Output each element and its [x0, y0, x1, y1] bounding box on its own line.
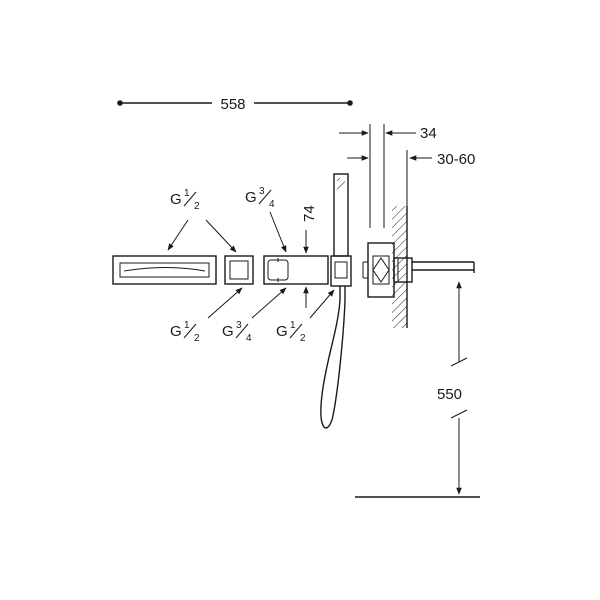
thread-numerator: 3 [236, 320, 242, 331]
thread-denominator: 2 [194, 201, 200, 212]
thread-numerator: 1 [184, 188, 190, 199]
dimension-34: 34 [339, 124, 437, 228]
concealed-valve-body [362, 242, 413, 298]
thread-numerator: 1 [290, 320, 296, 331]
thread-label-bottom-3: G 1 2 [276, 320, 306, 344]
thread-label-bottom-1: G 1 2 [170, 320, 200, 344]
dimension-558: 558 [117, 96, 353, 113]
dimension-74: 74 [301, 205, 318, 308]
thread-g: G [170, 323, 182, 340]
thread-numerator: 1 [184, 320, 190, 331]
thread-label-bottom-2: G 3 4 [222, 320, 252, 344]
diverter-plate-front [224, 255, 254, 285]
thread-numerator: 3 [259, 186, 265, 197]
thread-denominator: 2 [194, 333, 200, 344]
thread-g: G [245, 189, 257, 206]
dimension-34-label: 34 [420, 125, 437, 142]
dimension-558-label: 558 [220, 96, 245, 113]
spout-side-view [412, 261, 475, 273]
thread-g: G [222, 323, 234, 340]
wall-section [392, 206, 408, 328]
mixer-plate-front [263, 255, 329, 285]
leader-lines [167, 211, 335, 319]
spout-plate-front [112, 255, 217, 285]
thread-g: G [170, 191, 182, 208]
thread-denominator: 2 [300, 333, 306, 344]
dimension-74-label: 74 [301, 205, 318, 222]
dimension-550: 550 [437, 281, 468, 495]
hand-shower-assembly [320, 173, 352, 429]
thread-denominator: 4 [246, 333, 252, 344]
thread-label-spout: G 1 2 [170, 188, 200, 212]
thread-denominator: 4 [269, 199, 275, 210]
dimension-30-60: 30-60 [347, 150, 475, 206]
thread-g: G [276, 323, 288, 340]
thread-label-valve: G 3 4 [245, 186, 275, 210]
dimension-30-60-label: 30-60 [437, 151, 475, 168]
dimension-550-label: 550 [437, 386, 462, 403]
